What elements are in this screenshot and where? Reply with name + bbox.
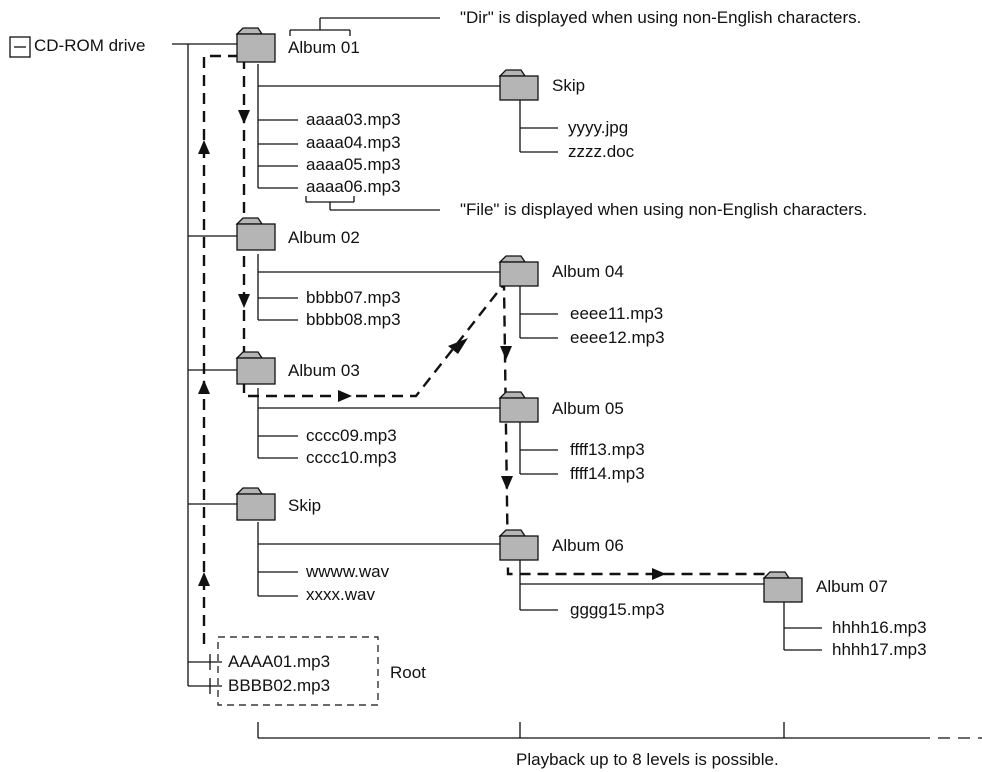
file-label: cccc09.mp3 bbox=[306, 426, 397, 445]
folder-icon-album06 bbox=[498, 529, 539, 561]
direction-arrows bbox=[198, 110, 666, 586]
file-label: aaaa06.mp3 bbox=[306, 177, 401, 196]
note-dir: "Dir" is displayed when using non-Englis… bbox=[460, 8, 862, 27]
root-group-label: Root bbox=[390, 663, 426, 682]
note-levels: Playback up to 8 levels is possible. bbox=[516, 750, 779, 769]
folder-label-album03: Album 03 bbox=[288, 361, 360, 380]
root-group-box bbox=[217, 636, 379, 706]
file-label: aaaa03.mp3 bbox=[306, 110, 401, 129]
file-label: hhhh17.mp3 bbox=[832, 640, 927, 659]
folder-icon-album07 bbox=[762, 571, 803, 603]
folder-icon-skip2 bbox=[235, 487, 276, 521]
playback-order-path bbox=[202, 54, 784, 644]
folder-label-skip2: Skip bbox=[288, 496, 322, 515]
folder-icon-album02 bbox=[235, 217, 276, 251]
folder-icon-album04 bbox=[498, 255, 539, 287]
file-label: cccc10.mp3 bbox=[306, 448, 397, 467]
folder-icon-album05 bbox=[498, 391, 539, 423]
file-label: zzzz.doc bbox=[568, 142, 635, 161]
folder-icon-album01 bbox=[235, 27, 276, 63]
file-label: xxxx.wav bbox=[306, 585, 375, 604]
file-label: ffff14.mp3 bbox=[570, 464, 645, 483]
file-label: bbbb08.mp3 bbox=[306, 310, 401, 329]
folder-label-album01: Album 01 bbox=[288, 38, 360, 57]
file-label: ffff13.mp3 bbox=[570, 440, 645, 459]
file-label: wwww.wav bbox=[306, 562, 390, 581]
folder-label-album02: Album 02 bbox=[288, 228, 360, 247]
file-label: hhhh16.mp3 bbox=[832, 618, 927, 637]
file-label: gggg15.mp3 bbox=[570, 600, 665, 619]
folder-label-skip1: Skip bbox=[552, 76, 586, 95]
file-label: AAAA01.mp3 bbox=[228, 652, 331, 671]
folder-label-album04: Album 04 bbox=[552, 262, 624, 281]
folder-label-album05: Album 05 bbox=[552, 399, 624, 418]
root-label: CD-ROM drive bbox=[34, 36, 146, 55]
folder-icon-skip1 bbox=[498, 69, 539, 101]
file-label: BBBB02.mp3 bbox=[228, 676, 331, 695]
file-label: yyyy.jpg bbox=[568, 118, 629, 137]
file-label: eeee11.mp3 bbox=[570, 304, 664, 323]
file-label: aaaa04.mp3 bbox=[306, 133, 401, 152]
file-label: aaaa05.mp3 bbox=[306, 155, 401, 174]
folder-label-album06: Album 06 bbox=[552, 536, 624, 555]
folder-label-album07: Album 07 bbox=[816, 577, 888, 596]
note-file: "File" is displayed when using non-Engli… bbox=[460, 200, 868, 219]
file-label: bbbb07.mp3 bbox=[306, 288, 401, 307]
file-label: eeee12.mp3 bbox=[570, 328, 665, 347]
folder-icon-album03 bbox=[235, 351, 276, 385]
